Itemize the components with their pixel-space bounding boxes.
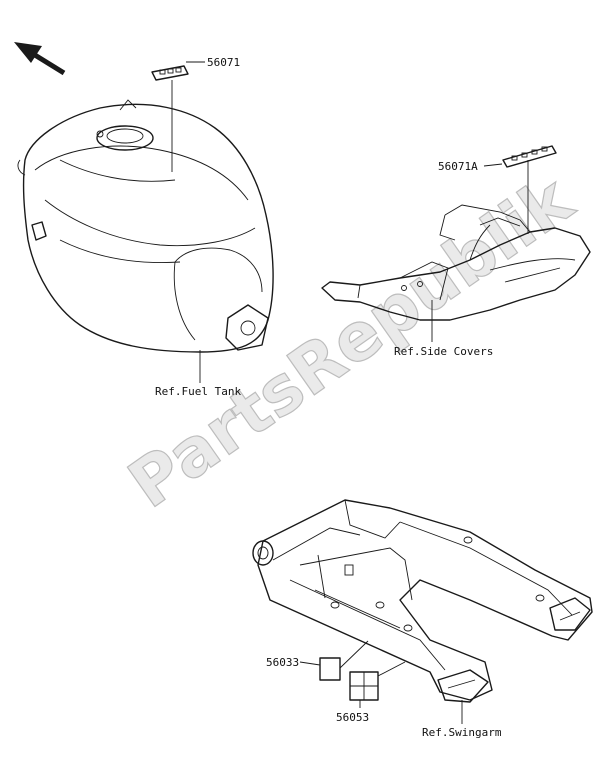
leader-56053-drop — [377, 661, 406, 677]
part-number-56071: 56071 — [207, 56, 240, 69]
leader-56033 — [299, 661, 321, 666]
ref-swingarm: Ref.Swingarm — [422, 726, 502, 739]
label-decal-56033 — [319, 657, 341, 681]
watermark: PartsRepublik — [115, 160, 587, 523]
label-decal-56071a — [502, 145, 557, 168]
part-number-56071a: 56071A — [438, 160, 478, 173]
leader-56033-drop — [339, 640, 369, 669]
side-covers — [321, 204, 591, 321]
ref-fuel-tank: Ref.Fuel Tank — [155, 385, 241, 398]
label-decal-56053 — [349, 671, 379, 701]
label-decal-56071 — [151, 65, 189, 81]
front-direction-arrow-icon — [14, 42, 66, 76]
fuel-tank — [17, 99, 274, 353]
part-number-56053: 56053 — [336, 711, 369, 724]
leader-56071a — [483, 163, 503, 167]
ref-side-covers: Ref.Side Covers — [394, 345, 493, 358]
swingarm — [252, 499, 593, 703]
part-number-56033: 56033 — [266, 656, 299, 669]
